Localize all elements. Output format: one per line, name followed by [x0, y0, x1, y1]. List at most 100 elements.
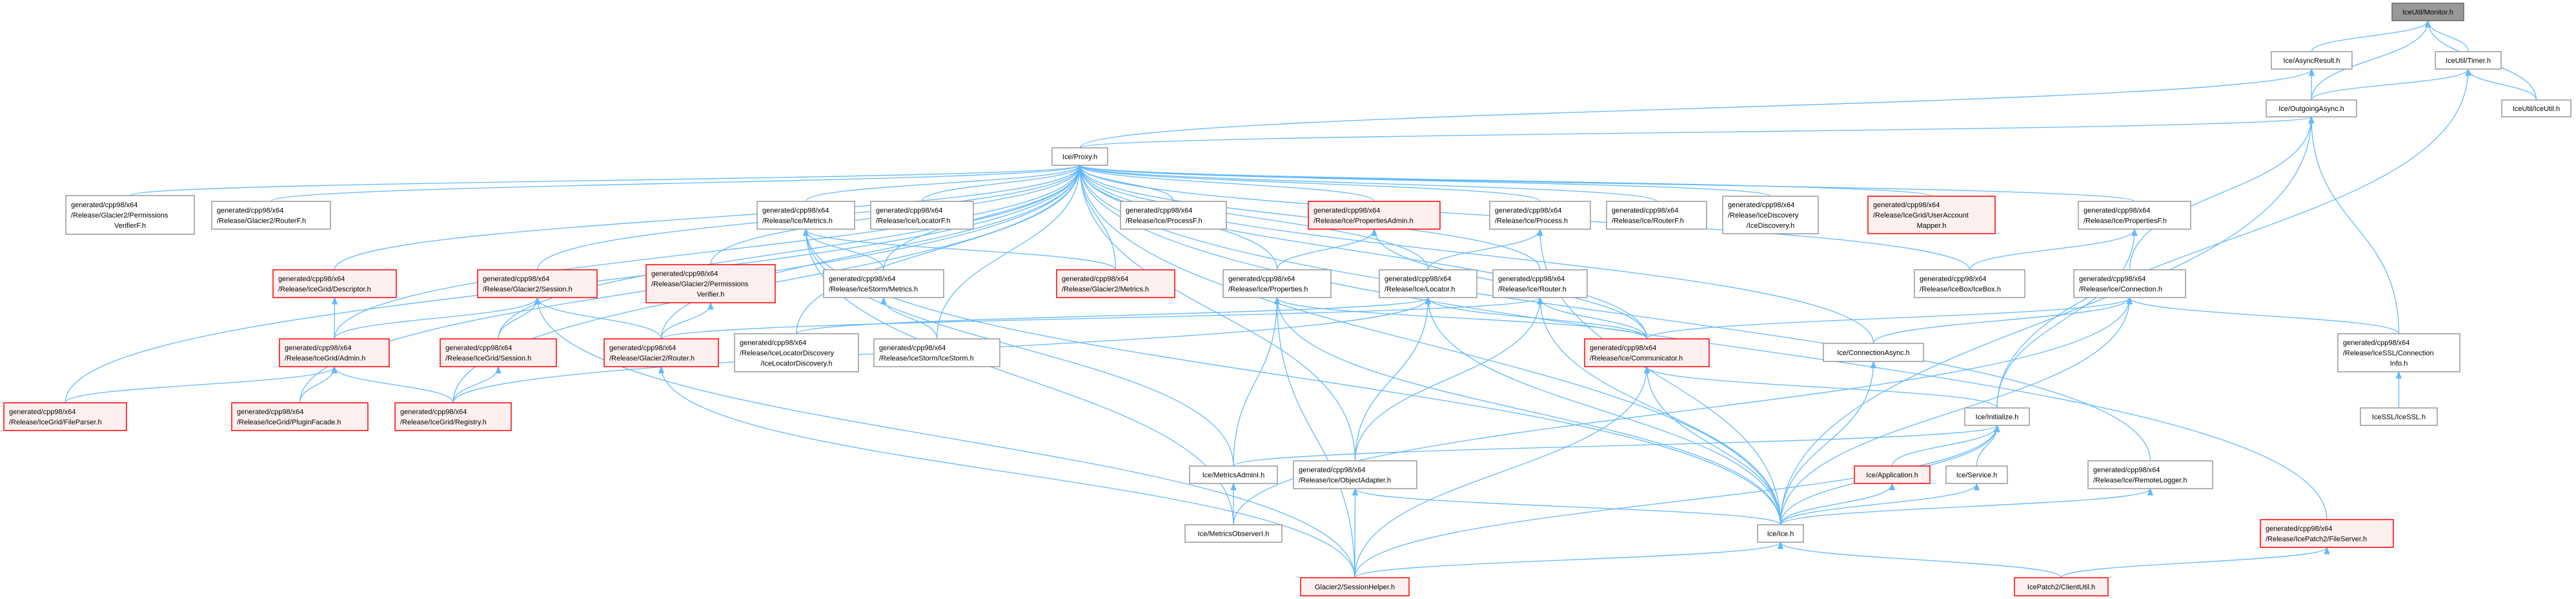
node-box	[211, 201, 331, 230]
node-registry[interactable]: generated/cpp98/x64/Release/IceGrid/Regi…	[394, 402, 512, 431]
node-box	[394, 402, 512, 431]
edge-iceutil-to-timer	[2465, 68, 2537, 101]
node-communicator[interactable]: generated/cpp98/x64/Release/Ice/Communic…	[1584, 338, 1710, 367]
node-box	[873, 338, 1000, 367]
node-label: /Release/Ice/PropertiesAdmin.h	[1313, 218, 1414, 225]
edge-proxy-to-outgoingasync	[1079, 116, 2314, 148]
node-routerFg2[interactable]: generated/cpp98/x64/Release/Glacier2/Rou…	[211, 201, 331, 230]
node-icebox[interactable]: generated/cpp98/x64/Release/IceBox/IceBo…	[1914, 269, 2025, 298]
node-box	[65, 195, 195, 235]
edge-iceh-to-objectAdapter	[1352, 487, 1781, 525]
node-proxy[interactable]: Ice/Proxy.h	[1051, 147, 1108, 166]
node-label: /Release/IceGrid/UserAccount	[1873, 212, 1969, 219]
node-label: /Release/Ice/Locator.h	[1384, 286, 1455, 294]
node-application[interactable]: Ice/Application.h	[1854, 465, 1931, 484]
node-pluginfacade[interactable]: generated/cpp98/x64/Release/IceGrid/Plug…	[231, 402, 369, 431]
node-label: generated/cpp98/x64	[1728, 201, 1794, 209]
node-box	[231, 402, 369, 431]
node-locator[interactable]: generated/cpp98/x64/Release/Ice/Locator.…	[1379, 269, 1477, 298]
node-label: /Release/IceBox/IceBox.h	[1920, 286, 2001, 294]
node-metrics[interactable]: generated/cpp98/x64/Release/Ice/Metrics.…	[756, 201, 855, 230]
node-service[interactable]: Ice/Service.h	[1945, 465, 2008, 484]
edge-iceh-to-connection	[1780, 296, 2133, 525]
node-propertiesF[interactable]: generated/cpp98/x64/Release/Ice/Properti…	[2078, 201, 2191, 230]
node-metricsAdminI[interactable]: Ice/MetricsAdminI.h	[1189, 465, 1278, 484]
node-iceh[interactable]: Ice/Ice.h	[1757, 524, 1804, 543]
node-locatorF[interactable]: generated/cpp98/x64/Release/Ice/LocatorF…	[870, 201, 974, 230]
node-igsession[interactable]: generated/cpp98/x64/Release/IceGrid/Sess…	[440, 338, 557, 367]
node-connAsync[interactable]: Ice/ConnectionAsync.h	[1823, 343, 1924, 362]
node-icessl[interactable]: IceSSL/IceSSL.h	[2360, 407, 2438, 426]
node-icestorm[interactable]: generated/cpp98/x64/Release/IceStorm/Ice…	[873, 338, 1000, 367]
edge-outgoingasync-to-asyncresult	[2308, 68, 2315, 101]
node-g2router[interactable]: generated/cpp98/x64/Release/Glacier2/Rou…	[603, 338, 719, 367]
node-fileparser[interactable]: generated/cpp98/x64/Release/IceGrid/File…	[3, 402, 127, 431]
node-label: generated/cpp98/x64	[1920, 276, 1986, 283]
edge-iceh-to-connAsync	[1780, 360, 1877, 525]
node-label: /Release/IceGrid/FileParser.h	[9, 419, 102, 427]
node-objectAdapter[interactable]: generated/cpp98/x64/Release/Ice/ObjectAd…	[1293, 460, 1417, 489]
node-permverF[interactable]: generated/cpp98/x64/Release/Glacier2/Per…	[65, 195, 195, 235]
node-label: Ice/MetricsObserverI.h	[1198, 531, 1270, 538]
node-asyncresult[interactable]: Ice/AsyncResult.h	[2271, 51, 2353, 70]
node-label: /Release/Ice/LocatorF.h	[876, 218, 951, 225]
edge-permverF-to-proxy	[129, 164, 1083, 196]
node-label: /Release/Glacier2/Permissions	[651, 281, 749, 289]
node-icestormMetrics[interactable]: generated/cpp98/x64/Release/IceStorm/Met…	[823, 269, 944, 298]
node-monitor[interactable]: IceUtil/Monitor.h	[2391, 3, 2464, 21]
node-iceutil[interactable]: IceUtil/IceUtil.h	[2501, 99, 2571, 117]
node-processF[interactable]: generated/cpp98/x64/Release/Ice/ProcessF…	[1120, 201, 1227, 230]
node-connection[interactable]: generated/cpp98/x64/Release/Ice/Connecti…	[2073, 269, 2186, 298]
edge-sessionHelper-to-properties	[1273, 296, 1355, 578]
edge-iceh-to-communicator	[1643, 365, 1781, 525]
node-properties[interactable]: generated/cpp98/x64/Release/Ice/Properti…	[1222, 269, 1332, 298]
node-box	[1722, 196, 1819, 234]
node-box	[477, 269, 598, 298]
node-clientUtil[interactable]: IcePatch2/ClientUtil.h	[2014, 577, 2109, 596]
node-process[interactable]: generated/cpp98/x64/Release/Ice/Process.…	[1489, 201, 1591, 230]
node-label: Mapper.h	[1917, 222, 1947, 230]
node-initialize[interactable]: Ice/Initialize.h	[1964, 407, 2030, 426]
edge-locDiscovery-to-locator	[796, 296, 1431, 334]
node-userAcct[interactable]: generated/cpp98/x64/Release/IceGrid/User…	[1867, 196, 1996, 234]
node-label: generated/cpp98/x64	[1228, 276, 1295, 283]
node-label: IceUtil/Monitor.h	[2402, 9, 2453, 17]
node-label: /Release/Ice/Connection.h	[2079, 286, 2162, 294]
node-metricsObserverI[interactable]: Ice/MetricsObserverI.h	[1184, 524, 1283, 543]
node-label: /Release/Ice/RouterF.h	[1612, 218, 1684, 225]
edge-admin-to-g2session	[334, 296, 541, 340]
node-descriptor[interactable]: generated/cpp98/x64/Release/IceGrid/Desc…	[272, 269, 397, 298]
node-connInfo[interactable]: generated/cpp98/x64/Release/IceSSL/Conne…	[2337, 333, 2460, 372]
node-box	[2391, 3, 2464, 21]
node-box	[1293, 460, 1417, 489]
node-label: /Release/Ice/Properties.h	[1228, 286, 1308, 294]
node-g2metrics[interactable]: generated/cpp98/x64/Release/Glacier2/Met…	[1056, 269, 1175, 298]
node-iceDiscovery[interactable]: generated/cpp98/x64/Release/IceDiscovery…	[1722, 196, 1819, 234]
edge-descriptor-to-proxy	[334, 164, 1083, 270]
node-sessionHelper[interactable]: Glacier2/SessionHelper.h	[1300, 577, 1410, 596]
node-outgoingasync[interactable]: Ice/OutgoingAsync.h	[2266, 99, 2357, 117]
node-remoteLogger[interactable]: generated/cpp98/x64/Release/Ice/RemoteLo…	[2087, 460, 2213, 489]
node-label: /Release/Glacier2/Metrics.h	[1062, 286, 1149, 294]
node-box	[1189, 465, 1278, 484]
node-box	[1492, 269, 1588, 298]
node-label: Glacier2/SessionHelper.h	[1315, 584, 1395, 591]
edge-admin-to-descriptor	[331, 296, 338, 340]
node-label: IcePatch2/ClientUtil.h	[2027, 584, 2095, 591]
node-router[interactable]: generated/cpp98/x64/Release/Ice/Router.h	[1492, 269, 1588, 298]
node-label: Verifier.h	[697, 291, 725, 299]
node-routerF[interactable]: generated/cpp98/x64/Release/Ice/RouterF.…	[1606, 201, 1707, 230]
node-locDiscovery[interactable]: generated/cpp98/x64/Release/IceLocatorDi…	[734, 333, 859, 372]
node-label: Ice/AsyncResult.h	[2283, 57, 2340, 65]
node-propsAdmin[interactable]: generated/cpp98/x64/Release/Ice/Properti…	[1308, 201, 1441, 230]
node-label: /Release/Glacier2/Session.h	[483, 286, 573, 294]
node-permVerifier[interactable]: generated/cpp98/x64/Release/Glacier2/Per…	[645, 264, 776, 303]
edge-initialize-to-propertiesF	[1996, 228, 2138, 409]
node-timer[interactable]: IceUtil/Timer.h	[2435, 51, 2502, 70]
node-label: /Release/IceDiscovery	[1728, 212, 1799, 219]
node-fileServer[interactable]: generated/cpp98/x64/Release/IcePatch2/Fi…	[2260, 519, 2394, 548]
edge-connInfo-to-connection	[2126, 296, 2400, 334]
node-admin[interactable]: generated/cpp98/x64/Release/IceGrid/Admi…	[279, 338, 390, 367]
node-g2session[interactable]: generated/cpp98/x64/Release/Glacier2/Ses…	[477, 269, 598, 298]
